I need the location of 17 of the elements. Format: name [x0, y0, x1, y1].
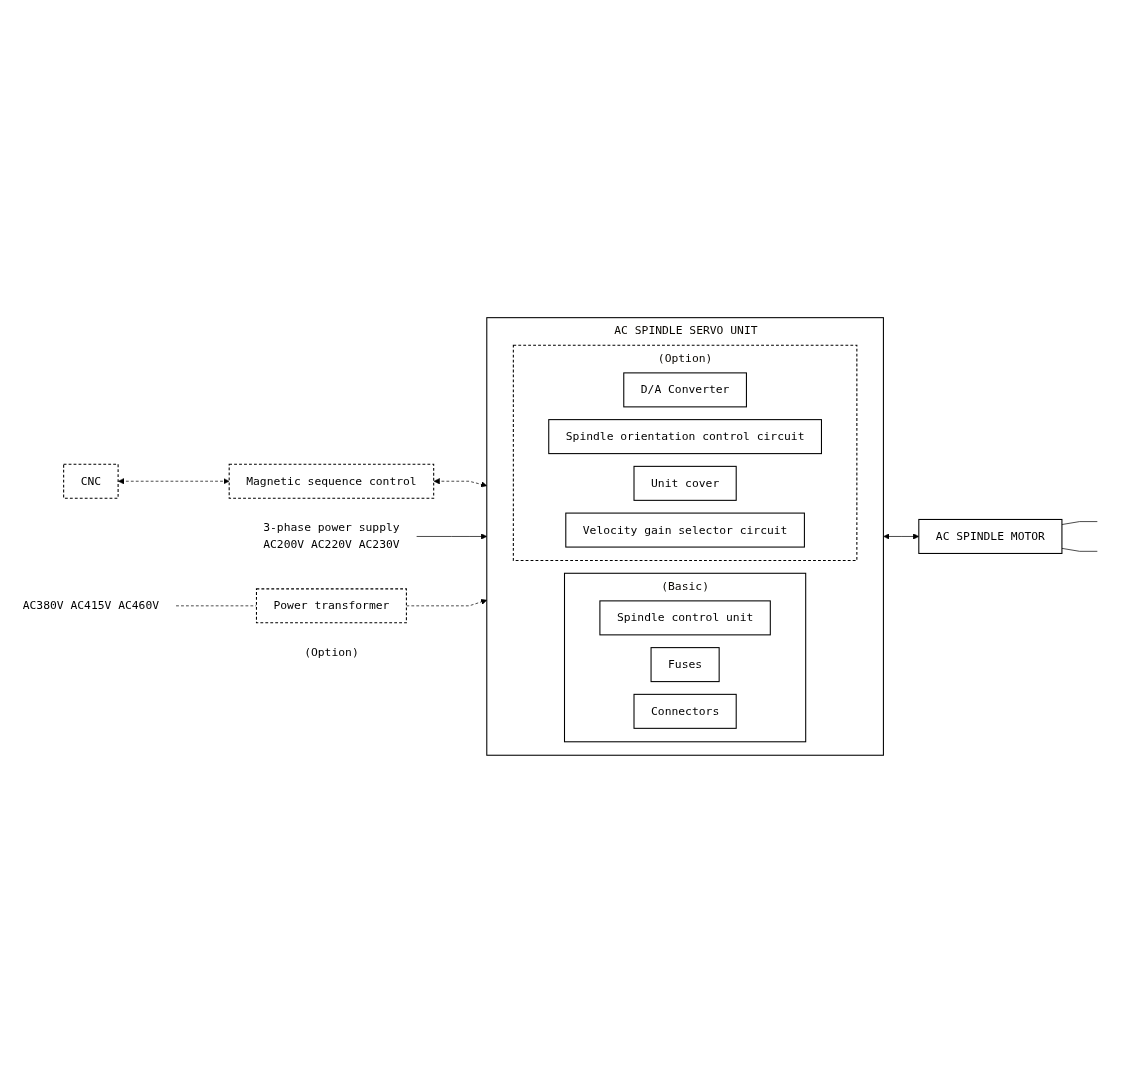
node-box: Power transformer: [255, 588, 407, 624]
connector: [1061, 548, 1098, 552]
node-box: Magnetic sequence control: [228, 463, 435, 499]
node-box: Fuses: [650, 647, 720, 683]
node-text: AC380V AC415V AC460V: [22, 598, 160, 613]
node-box: Spindle control unit: [599, 600, 771, 636]
node-text: 3-phase power supply AC200V AC220V AC230V: [263, 520, 400, 552]
node-box: Connectors: [633, 693, 737, 729]
node-box: Spindle orientation control circuit: [548, 419, 822, 455]
node-box: D/A Converter: [623, 372, 747, 408]
node-box: Unit cover: [633, 465, 737, 501]
node-box: CNC: [63, 463, 119, 499]
node-box: AC SPINDLE MOTOR: [918, 519, 1063, 554]
node-label: (Option): [304, 645, 359, 659]
node-box: Velocity gain selector circuit: [565, 512, 805, 548]
connector: [175, 605, 257, 607]
connector: [1061, 521, 1098, 525]
